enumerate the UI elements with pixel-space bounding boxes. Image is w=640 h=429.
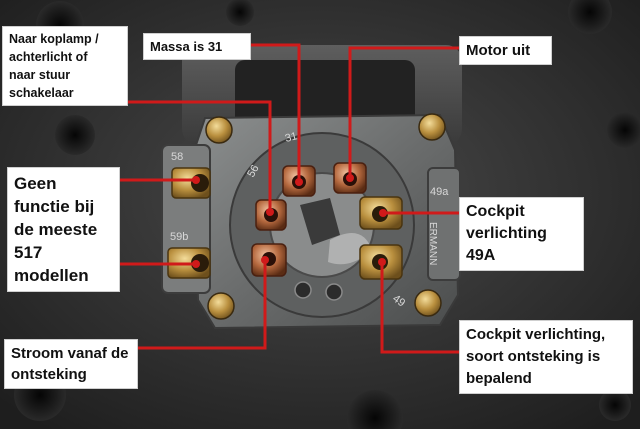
pin-56-label: 56 xyxy=(245,163,262,180)
leader-cockpitsoort xyxy=(380,264,459,354)
leader-massa xyxy=(250,43,301,180)
callout-geen-functie: Geen functie bij de meeste 517 modellen xyxy=(7,167,120,292)
brand-label: ERMANN xyxy=(427,222,438,265)
callout-stroom: Stroom vanaf de ontsteking xyxy=(4,339,138,389)
leader-stroom xyxy=(137,262,267,350)
callout-cockpit-49a: Cockpit verlichting 49A xyxy=(459,197,584,271)
pin-59b-label: 59b xyxy=(170,231,188,243)
pin-49-label: 49 xyxy=(390,293,407,310)
callout-cockpit-soort: Cockpit verlichting, soort ontsteking is… xyxy=(459,320,633,394)
pin-49a-label: 49a xyxy=(430,186,449,198)
pin-31-label: 31 xyxy=(284,130,299,145)
leader-motor xyxy=(348,46,459,176)
pin-58-label: 58 xyxy=(171,151,183,163)
callout-massa: Massa is 31 xyxy=(143,33,251,60)
leader-koplamp xyxy=(126,100,272,210)
leader-dots xyxy=(192,174,387,268)
leader-lines xyxy=(120,43,459,354)
callout-koplamp: Naar koplamp / achterlicht of naar stuur… xyxy=(2,26,128,106)
callout-motor-uit: Motor uit xyxy=(459,36,552,65)
